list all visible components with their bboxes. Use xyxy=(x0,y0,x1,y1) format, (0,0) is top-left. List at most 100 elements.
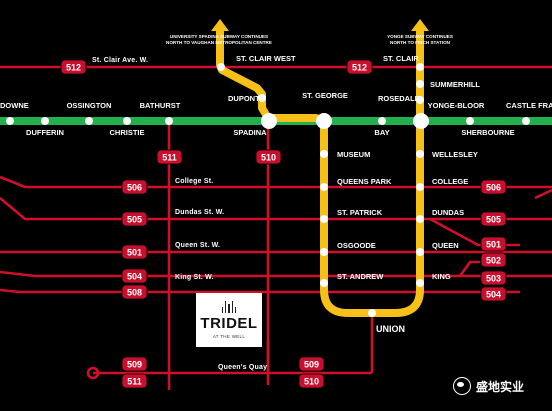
tridel-logo: TRIDEL AT THE WELL xyxy=(196,293,262,347)
route-badge-508-left[interactable]: 508 xyxy=(121,284,148,300)
route-badges: 512 512 511 510 506 506 505 505 501 501 … xyxy=(60,59,507,389)
watermark: 盛地实业 xyxy=(453,376,524,396)
route-badge-504-right[interactable]: 504 xyxy=(480,286,507,302)
route-badge-501-right[interactable]: 501 xyxy=(480,236,507,252)
station-queens-park[interactable] xyxy=(320,183,328,191)
bloor-stations xyxy=(6,113,530,129)
svg-text:503: 503 xyxy=(486,274,501,284)
svg-text:505: 505 xyxy=(486,215,501,225)
street-queens-quay: Queen's Quay xyxy=(218,364,267,371)
label-st-clair: ST. CLAIR xyxy=(383,54,419,63)
station-st-clair-west[interactable] xyxy=(217,63,225,71)
svg-text:511: 511 xyxy=(162,153,177,163)
street-queen: Queen St. W. xyxy=(175,242,220,249)
king-lower-streetcar-line xyxy=(0,288,520,294)
station-yonge-bloor[interactable] xyxy=(413,113,429,129)
station-st-patrick[interactable] xyxy=(320,215,328,223)
route-badge-511-left[interactable]: 511 xyxy=(121,373,148,389)
station-bathurst[interactable] xyxy=(165,117,173,125)
label-dufferin: DUFFERIN xyxy=(26,128,64,137)
svg-text:506: 506 xyxy=(127,183,142,193)
label-yonge-bloor: YONGE-BLOOR xyxy=(428,101,485,110)
station-christie[interactable] xyxy=(123,117,131,125)
route-badge-509-right[interactable]: 509 xyxy=(298,356,325,372)
svg-text:512: 512 xyxy=(66,63,81,73)
svg-text:509: 509 xyxy=(127,360,142,370)
station-lansdowne[interactable] xyxy=(6,117,14,125)
station-castle-frank[interactable] xyxy=(522,117,530,125)
svg-text:508: 508 xyxy=(127,288,142,298)
east-connector-line-2 xyxy=(534,188,552,200)
route-badge-502-right[interactable]: 502 xyxy=(480,252,507,268)
route-badge-510-spadina[interactable]: 510 xyxy=(255,149,282,165)
svg-text:502: 502 xyxy=(486,256,501,266)
station-st-george[interactable] xyxy=(316,113,332,129)
station-dupont[interactable] xyxy=(258,94,266,102)
label-st-george: ST. GEORGE xyxy=(302,91,348,100)
label-college-station: COLLEGE xyxy=(432,177,468,186)
street-st-clair: St. Clair Ave. W. xyxy=(92,57,148,64)
svg-text:506: 506 xyxy=(486,183,501,193)
tridel-logo-mark xyxy=(221,301,237,313)
route-badge-512-left[interactable]: 512 xyxy=(60,59,87,75)
tridel-tagline: AT THE WELL xyxy=(212,334,246,339)
station-museum[interactable] xyxy=(320,150,328,158)
svg-text:504: 504 xyxy=(127,272,142,282)
route-badge-503-right[interactable]: 503 xyxy=(480,270,507,286)
yonge-stations xyxy=(416,63,424,287)
king-streetcar-line xyxy=(0,270,552,278)
route-badge-510-right[interactable]: 510 xyxy=(298,373,325,389)
label-summerhill: SUMMERHILL xyxy=(430,80,480,89)
station-wellesley[interactable] xyxy=(416,150,424,158)
route-badge-501-left[interactable]: 501 xyxy=(121,244,148,260)
station-bay[interactable] xyxy=(378,117,386,125)
station-dundas[interactable] xyxy=(416,215,424,223)
station-rosedale[interactable] xyxy=(416,96,424,104)
label-rosedale: ROSEDALE xyxy=(378,94,420,103)
label-st-andrew: ST. ANDREW xyxy=(337,272,384,281)
svg-text:504: 504 xyxy=(486,290,501,300)
spadina-continuation-note-1: UNIVERSITY SPADINA SUBWAY CONTINUES xyxy=(170,34,268,39)
tridel-wordmark: TRIDEL xyxy=(200,315,258,332)
route-badge-506-right[interactable]: 506 xyxy=(480,179,507,195)
label-st-patrick: ST. PATRICK xyxy=(337,208,383,217)
svg-text:510: 510 xyxy=(261,153,276,163)
station-queen[interactable] xyxy=(416,248,424,256)
label-st-clair-west: ST. CLAIR WEST xyxy=(236,54,296,63)
route-badge-511-bathurst[interactable]: 511 xyxy=(156,149,183,165)
station-sherbourne[interactable] xyxy=(466,117,474,125)
route-badge-506-left[interactable]: 506 xyxy=(121,179,148,195)
station-st-clair[interactable] xyxy=(416,63,424,71)
station-st-andrew[interactable] xyxy=(320,279,328,287)
route-badge-512-right[interactable]: 512 xyxy=(346,59,373,75)
label-osgoode: OSGOODE xyxy=(337,241,376,250)
svg-text:509: 509 xyxy=(304,360,319,370)
label-king-station: KING xyxy=(432,272,451,281)
station-summerhill[interactable] xyxy=(416,80,424,88)
label-wellesley: WELLESLEY xyxy=(432,150,478,159)
station-college[interactable] xyxy=(416,183,424,191)
station-king[interactable] xyxy=(416,279,424,287)
station-ossington[interactable] xyxy=(85,117,93,125)
station-osgoode[interactable] xyxy=(320,248,328,256)
street-king: King St. W. xyxy=(175,274,214,281)
station-union[interactable] xyxy=(368,309,376,317)
label-union: UNION xyxy=(376,324,405,334)
label-christie: CHRISTIE xyxy=(109,128,144,137)
route-badge-505-left[interactable]: 505 xyxy=(121,211,148,227)
route-badge-509-left[interactable]: 509 xyxy=(121,356,148,372)
label-sherbourne: SHERBOURNE xyxy=(461,128,514,137)
label-bay: BAY xyxy=(374,128,389,137)
college-streetcar-line xyxy=(0,175,552,189)
station-dufferin[interactable] xyxy=(41,117,49,125)
svg-text:512: 512 xyxy=(352,63,367,73)
svg-text:511: 511 xyxy=(127,377,142,387)
spadina-north-arrow xyxy=(211,19,229,31)
label-spadina: SPADINA xyxy=(233,128,267,137)
route-badge-505-right[interactable]: 505 xyxy=(480,211,507,227)
spadina-stations xyxy=(217,63,376,317)
station-spadina[interactable] xyxy=(261,113,277,129)
dundas-streetcar-line xyxy=(0,197,552,221)
route-badge-504-left[interactable]: 504 xyxy=(121,268,148,284)
